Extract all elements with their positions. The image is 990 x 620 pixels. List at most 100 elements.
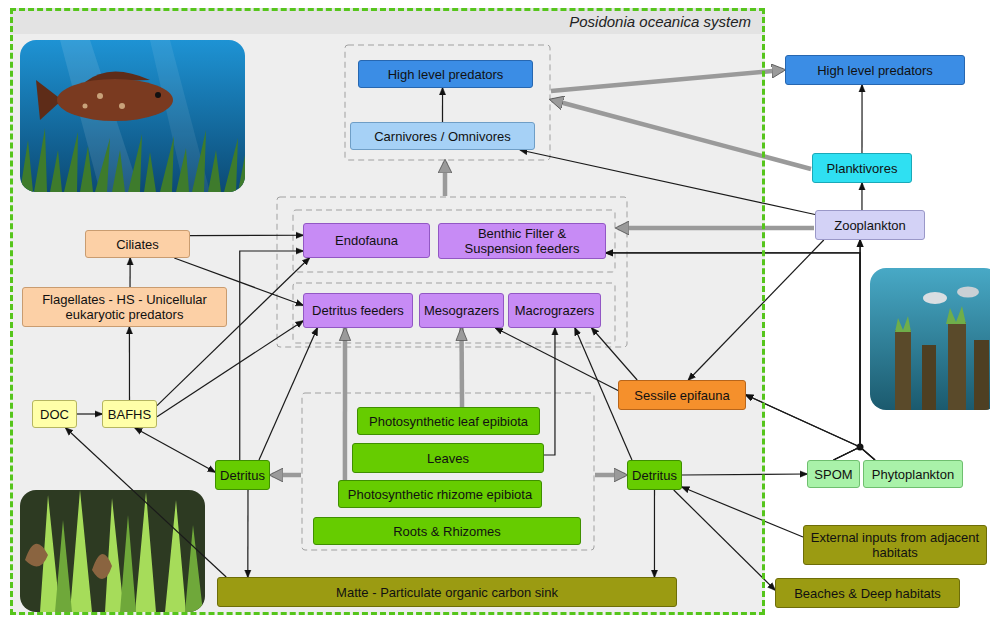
node-label: Ciliates — [116, 237, 159, 252]
trophic-link — [157, 321, 303, 417]
node-label: Detritus — [632, 468, 677, 483]
trophic-box: Phytoplankton — [863, 460, 963, 488]
trophic-box: Photosynthetic leaf epibiota — [357, 407, 540, 435]
matte-column — [948, 322, 966, 410]
trophic-link — [746, 395, 860, 460]
trophic-box: Endofauna — [303, 223, 430, 258]
node-label: Matte - Particulate organic carbon sink — [336, 585, 558, 600]
trophic-box: Roots & Rhizomes — [313, 517, 581, 545]
node-label: Beaches & Deep habitats — [794, 586, 941, 601]
group-flow-arrow — [551, 70, 783, 91]
trophic-box: High level predators — [785, 55, 965, 85]
trophic-box: Carnivores / Omnivores — [350, 122, 535, 150]
trophic-link — [247, 490, 248, 577]
epibiota-tufts — [25, 544, 112, 579]
trophic-box: Photosynthetic rhizome epibiota — [338, 480, 542, 508]
trophic-link — [654, 490, 655, 577]
node-label: Phytoplankton — [872, 467, 954, 482]
trophic-link — [682, 487, 803, 537]
trophic-box: Benthic Filter & Suspension feeders — [438, 223, 606, 259]
fish-spot — [119, 103, 125, 109]
flow-arrow — [343, 328, 348, 480]
trophic-box: Ciliates — [85, 230, 190, 258]
fish — [957, 287, 979, 298]
system-ground — [10, 8, 765, 615]
matte-column — [974, 340, 989, 410]
group-outline — [293, 210, 615, 272]
node-label: External inputs from adjacent habitats — [809, 530, 981, 560]
seagrass-blades — [20, 128, 245, 192]
group-outline — [345, 45, 550, 160]
trophic-box: High level predators — [358, 60, 533, 88]
trophic-box: SPOM — [807, 460, 860, 488]
trophic-link — [746, 395, 875, 460]
group-flow-arrow — [552, 100, 811, 169]
node-label: Endofauna — [335, 233, 398, 248]
trophic-box: Matte - Particulate organic carbon sink — [217, 577, 677, 607]
trophic-link — [129, 258, 130, 287]
group-flow-arrow — [595, 473, 625, 478]
fish-body — [57, 79, 173, 121]
node-label: High level predators — [817, 63, 933, 78]
trophic-link — [860, 240, 875, 460]
node-label: Planktivores — [827, 161, 898, 176]
trophic-link — [674, 490, 775, 590]
group-outline — [293, 283, 615, 343]
photo-ground — [20, 490, 205, 612]
group-flow-arrow — [272, 473, 301, 478]
photo-rhizomes — [20, 490, 205, 612]
group-outline — [277, 197, 627, 347]
trophic-link — [544, 328, 555, 455]
trophic-link — [861, 183, 862, 210]
trophic-link — [442, 88, 443, 122]
node-label: Roots & Rhizomes — [393, 524, 501, 539]
node-label: BAFHS — [108, 407, 151, 422]
trophic-box: Sessile epifauna — [618, 380, 746, 410]
trophic-link — [606, 253, 875, 460]
node-label: SPOM — [814, 467, 852, 482]
trophic-link — [606, 253, 860, 460]
trophic-link — [129, 327, 130, 400]
group-flow-arrow — [618, 226, 814, 231]
trophic-link — [592, 328, 638, 380]
node-label: DOC — [40, 407, 69, 422]
node-label: Benthic Filter & Suspension feeders — [444, 226, 600, 256]
trophic-link — [259, 328, 317, 460]
trophic-link — [190, 235, 303, 237]
node-label: Detritus feeders — [312, 303, 404, 318]
system-region: Posidonia oceanica systemHigh level pred… — [10, 8, 765, 615]
region-title: Posidonia oceanica system — [569, 13, 751, 30]
photo-grouper — [20, 40, 245, 192]
seagrass-tufts — [895, 306, 966, 332]
fish — [923, 292, 947, 304]
photo-matte — [870, 268, 990, 410]
trophic-box: Detritus — [627, 460, 682, 490]
trophic-box: Macrograzers — [508, 293, 601, 328]
fish-eye — [155, 92, 161, 98]
trophic-box: Beaches & Deep habitats — [775, 578, 960, 608]
trophic-box: Flagellates - HS - Unicellular eukaryoti… — [22, 287, 227, 327]
trophic-link — [688, 240, 823, 380]
node-label: Zooplankton — [834, 218, 906, 233]
node-label: Sessile epifauna — [634, 388, 729, 403]
trophic-box: Planktivores — [812, 153, 912, 183]
title-strip — [10, 8, 765, 34]
photo-water — [20, 40, 245, 192]
trophic-box: BAFHS — [102, 400, 157, 428]
trophic-link — [834, 240, 861, 460]
node-label: Photosynthetic leaf epibiota — [369, 414, 528, 429]
trophic-link — [66, 428, 226, 577]
trophic-box: Detritus feeders — [303, 293, 413, 328]
node-label: Photosynthetic rhizome epibiota — [348, 487, 532, 502]
trophic-link — [77, 413, 102, 414]
fish-spot — [83, 104, 88, 109]
trophic-box: Zooplankton — [815, 210, 925, 240]
group-flow-arrow — [443, 162, 448, 196]
trophic-box: Detritus — [215, 460, 270, 490]
node-label: High level predators — [388, 67, 504, 82]
trophic-box: External inputs from adjacent habitats — [803, 525, 987, 565]
photo-water — [870, 268, 990, 410]
trophic-box: Leaves — [352, 443, 544, 473]
trophic-link — [520, 150, 815, 215]
